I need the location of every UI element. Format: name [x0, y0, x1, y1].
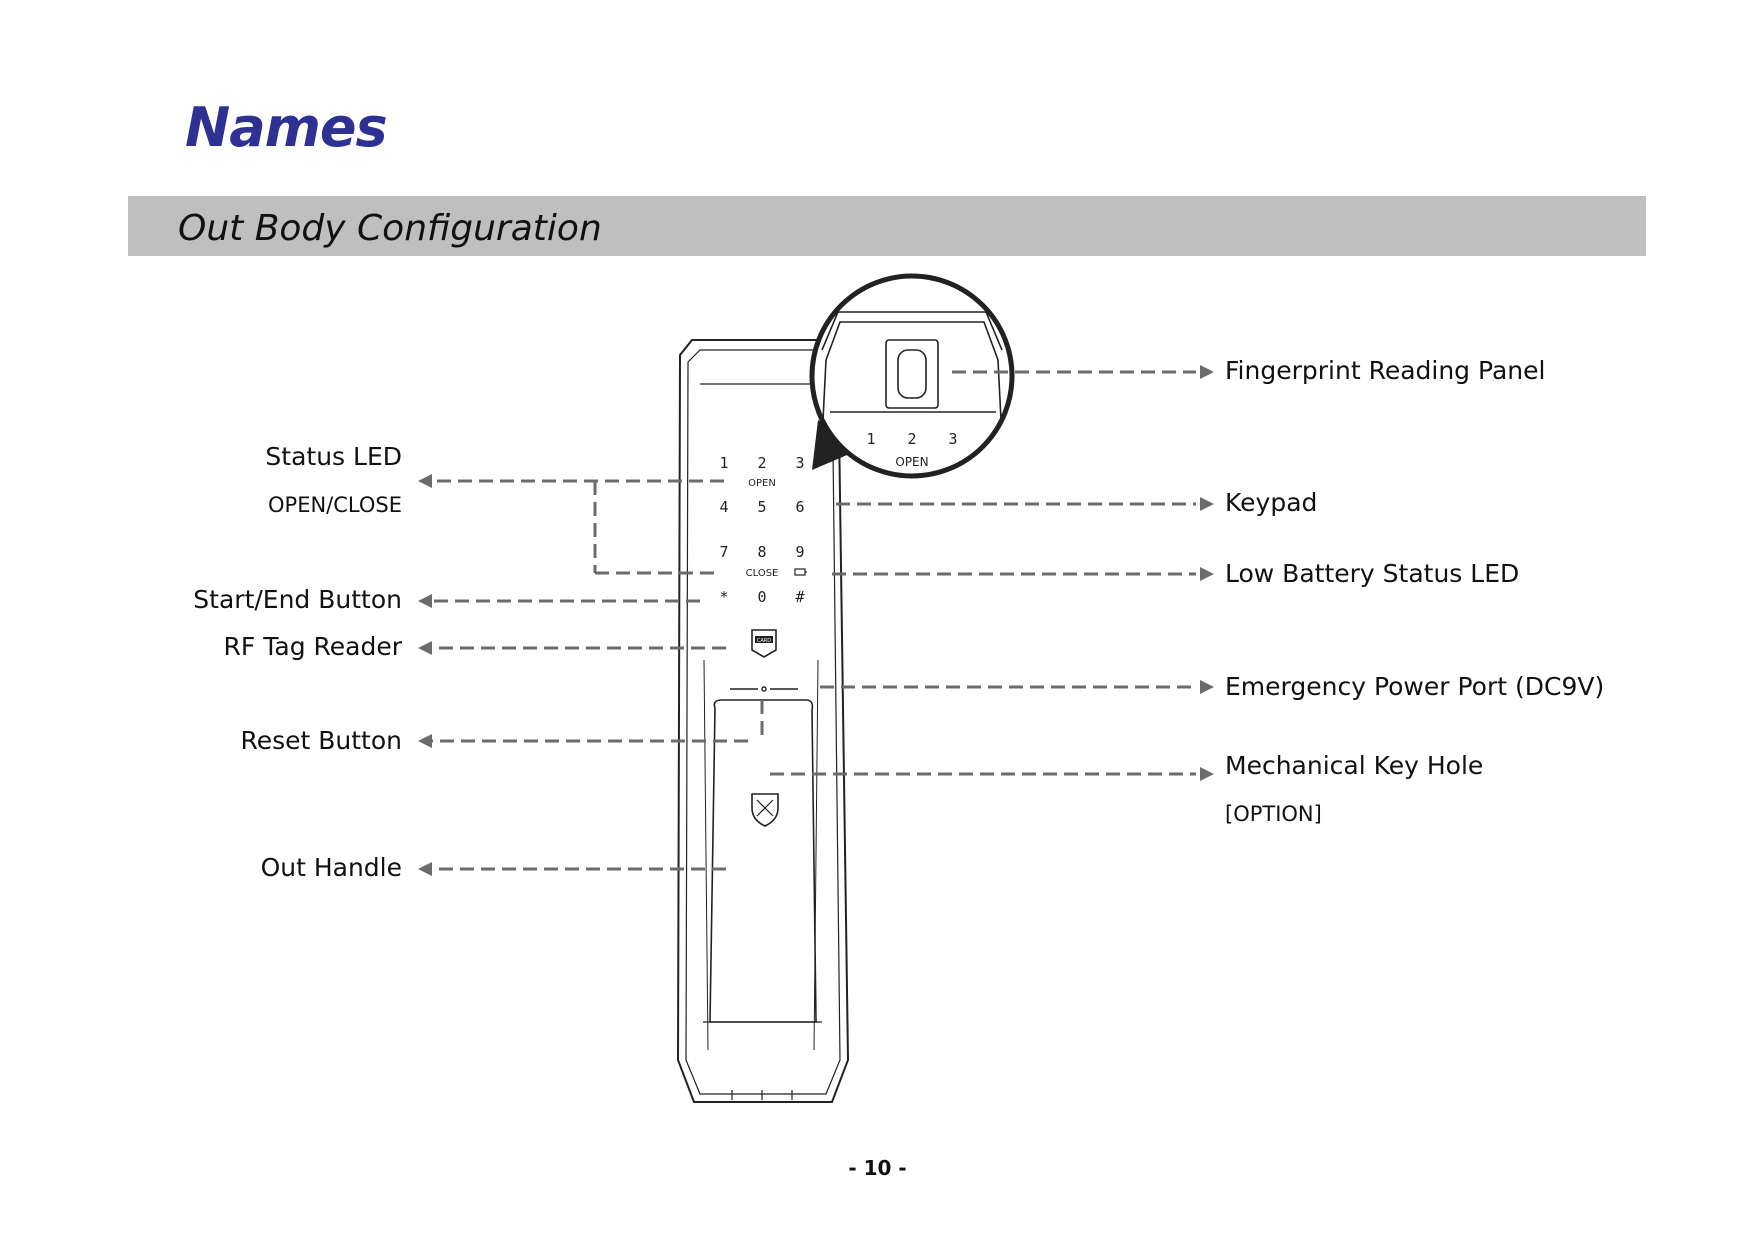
low-battery-icon: [794, 568, 807, 576]
label-reset-button: Reset Button: [240, 726, 402, 755]
page-number: - 10 -: [848, 1156, 907, 1180]
key-0[interactable]: 0: [757, 588, 766, 606]
label-keypad: Keypad: [1225, 488, 1318, 517]
key-3[interactable]: 3: [795, 454, 804, 472]
fingerprint-zoom-view: 1 2 3 OPEN: [809, 273, 1015, 479]
open-led-label: OPEN: [748, 478, 776, 489]
out-handle: [703, 699, 822, 1023]
leader-lines: [432, 370, 1196, 871]
emergency-power-port: [730, 686, 798, 692]
label-out-handle: Out Handle: [260, 853, 402, 882]
svg-text:CARD: CARD: [757, 638, 771, 644]
section-title: Out Body Configuration: [178, 208, 602, 249]
label-rf-tag-reader: RF Tag Reader: [223, 632, 402, 661]
key-4[interactable]: 4: [719, 498, 728, 516]
key-1[interactable]: 1: [719, 454, 728, 472]
arrowheads: [418, 365, 1214, 876]
key-star[interactable]: *: [719, 588, 728, 606]
zoom-open-label: OPEN: [895, 455, 928, 469]
key-2[interactable]: 2: [757, 454, 766, 472]
label-open-close: OPEN/CLOSE: [268, 493, 402, 517]
label-status-led: Status LED: [265, 442, 402, 471]
page-title: Names: [185, 96, 388, 159]
section-header: Out Body Configuration: [128, 196, 1646, 256]
zoom-key-2: 2: [907, 430, 916, 448]
label-mechanical-key-hole: Mechanical Key Hole: [1225, 751, 1484, 780]
bottom-vents: [731, 1090, 793, 1100]
key-hole-shield: [751, 793, 779, 827]
label-emergency-power-port: Emergency Power Port (DC9V): [1225, 672, 1605, 701]
label-option: [OPTION]: [1225, 802, 1322, 826]
key-7[interactable]: 7: [719, 543, 728, 561]
key-6[interactable]: 6: [795, 498, 804, 516]
zoom-key-1: 1: [866, 430, 875, 448]
label-start-end-button: Start/End Button: [193, 585, 402, 614]
key-hash[interactable]: #: [795, 588, 804, 606]
keypad-keys: 1 2 3 4 5 6 7 8 9 * 0 #: [719, 454, 804, 606]
close-led-label: CLOSE: [746, 568, 779, 579]
label-fingerprint-panel: Fingerprint Reading Panel: [1225, 356, 1546, 385]
label-low-battery-led: Low Battery Status LED: [1225, 559, 1520, 588]
key-8[interactable]: 8: [757, 543, 766, 561]
zoom-key-3: 3: [948, 430, 957, 448]
card-reader-icon: CARD: [751, 629, 777, 658]
key-5[interactable]: 5: [757, 498, 766, 516]
key-9[interactable]: 9: [795, 543, 804, 561]
